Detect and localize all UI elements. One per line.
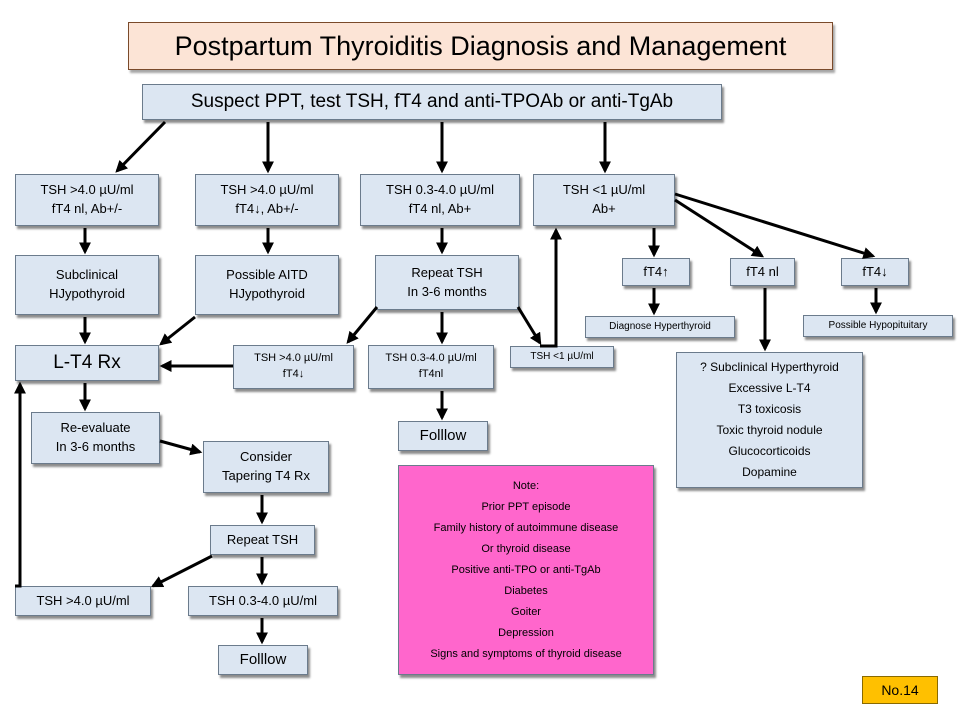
start-box: Suspect PPT, test TSH, fT4 and anti-TPOA… xyxy=(142,84,722,120)
box-line: HJypothyroid xyxy=(229,286,305,301)
box-line: Subclinical xyxy=(55,267,119,283)
box-line: fT4↓ xyxy=(282,368,305,380)
possible-hypopituitary-box: Possible Hypopituitary xyxy=(803,315,953,337)
branch-line: TSH <1 µU/ml xyxy=(562,182,646,198)
ft4-normal-box: fT4 nl xyxy=(730,258,795,286)
note-line: Or thyroid disease xyxy=(481,542,571,555)
diagnose-hyperthyroid-box: Diagnose Hyperthyroid xyxy=(585,316,735,338)
repeat-tsh-months-box: Repeat TSH In 3-6 months xyxy=(375,255,519,310)
note-line: Prior PPT episode xyxy=(481,500,571,513)
follow-mid-box: Folllow xyxy=(398,421,488,451)
branch-normal-tsh: TSH 0.3-4.0 µU/ml fT4 nl, Ab+ xyxy=(360,174,520,226)
branch-line: Ab+ xyxy=(592,201,616,216)
branch-line: TSH >4.0 µU/ml xyxy=(220,182,314,198)
box-line: TSH >4.0 µU/ml xyxy=(36,592,130,608)
box-line: Repeat TSH xyxy=(411,264,483,280)
box-line: TSH >4.0 µU/ml xyxy=(254,352,333,365)
slide-number-badge: No.14 xyxy=(862,676,938,704)
box-line: Possible Hypopituitary xyxy=(828,319,928,331)
arrow-start-to-b1 xyxy=(115,120,167,173)
box-line: TSH <1 µU/ml xyxy=(530,350,594,362)
branch-line: TSH >4.0 µU/ml xyxy=(40,182,134,198)
box-line: Tapering T4 Rx xyxy=(222,468,310,483)
box-line: In 3-6 months xyxy=(407,283,487,299)
branch-line: TSH 0.3-4.0 µU/ml xyxy=(386,182,494,198)
arrow-low-feedback xyxy=(540,227,562,348)
note-line: Diabetes xyxy=(504,584,548,597)
differential-item: Dopamine xyxy=(742,465,797,479)
subclinical-hypothyroid-box: Subclinical HJypothyroid xyxy=(15,255,159,315)
box-line: TSH 0.3-4.0 µU/ml xyxy=(209,592,317,608)
differential-item: T3 toxicosis xyxy=(737,402,802,416)
box-line: fT4 nl xyxy=(746,263,779,279)
note-box: Note: Prior PPT episode Family history o… xyxy=(398,465,654,675)
box-line: fT4↓ xyxy=(862,263,888,279)
box-line: Diagnose Hyperthyroid xyxy=(609,320,711,332)
arrow-reevaluate-to-consider xyxy=(159,439,203,456)
arrow-repeat-to-high xyxy=(346,306,379,344)
box-line: Folllow xyxy=(239,651,287,669)
note-line: Signs and symptoms of thyroid disease xyxy=(430,647,622,660)
box-line: L-T4 Rx xyxy=(53,352,121,374)
ft4-high-box: fT4↑ xyxy=(622,258,690,286)
repeat-result-high-tsh: TSH >4.0 µU/ml fT4↓ xyxy=(233,345,354,389)
note-line: Note: xyxy=(512,479,540,492)
box-line: Folllow xyxy=(419,427,467,445)
branch-high-tsh-low-ft4: TSH >4.0 µU/ml fT4↓, Ab+/- xyxy=(195,174,339,226)
differential-item: Excessive L-T4 xyxy=(728,381,811,395)
repeat-result-normal-tsh: TSH 0.3-4.0 µU/ml fT4nl xyxy=(368,345,494,389)
page-title: Postpartum Thyroiditis Diagnosis and Man… xyxy=(128,22,833,70)
arrow-b4-to-ft4-low xyxy=(674,192,876,259)
repeat-tsh-box: Repeat TSH xyxy=(210,525,315,555)
arrow-repeat-to-tsh-high xyxy=(150,554,213,588)
differential-item: Toxic thyroid nodule xyxy=(716,423,823,437)
arrow-tsh-high-feedback xyxy=(14,381,26,588)
box-line: HJypothyroid xyxy=(49,286,125,301)
box-line: In 3-6 months xyxy=(55,439,136,454)
box-line: fT4↑ xyxy=(643,263,669,279)
branch-high-tsh-normal-ft4: TSH >4.0 µU/ml fT4 nl, Ab+/- xyxy=(15,174,159,226)
follow-bottom-box: Folllow xyxy=(218,645,308,675)
arrow-b4-to-ft4-normal xyxy=(674,198,765,258)
lt4-rx-box: L-T4 Rx xyxy=(15,345,159,381)
tsh-normal-box: TSH 0.3-4.0 µU/ml xyxy=(188,586,338,616)
note-line: Goiter xyxy=(511,605,541,618)
possible-aitd-box: Possible AITD HJypothyroid xyxy=(195,255,339,315)
arrow-repeat-to-low xyxy=(516,306,542,346)
reevaluate-box: Re-evaluate In 3-6 months xyxy=(31,412,160,464)
consider-tapering-box: Consider Tapering T4 Rx xyxy=(203,441,329,493)
box-line: fT4nl xyxy=(418,368,444,380)
arrow-aitd-to-lt4 xyxy=(159,315,196,346)
differential-list: ? Subclinical Hyperthyroid Excessive L-T… xyxy=(676,352,863,488)
note-line: Positive anti-TPO or anti-TgAb xyxy=(451,563,601,576)
box-line: Possible AITD xyxy=(226,267,308,283)
differential-item: Glucocorticoids xyxy=(728,444,811,458)
box-line: Re-evaluate xyxy=(60,420,131,436)
branch-line: fT4↓, Ab+/- xyxy=(235,201,299,216)
box-line: Repeat TSH xyxy=(226,531,299,547)
tsh-high-box: TSH >4.0 µU/ml xyxy=(15,586,151,616)
start-text: Suspect PPT, test TSH, fT4 and anti-TPOA… xyxy=(190,91,674,113)
repeat-result-low-tsh: TSH <1 µU/ml xyxy=(510,346,614,368)
note-line: Depression xyxy=(498,626,554,639)
differential-item: ? Subclinical Hyperthyroid xyxy=(700,360,839,374)
note-line: Family history of autoimmune disease xyxy=(433,521,619,534)
box-line: TSH 0.3-4.0 µU/ml xyxy=(385,352,477,365)
branch-line: fT4 nl, Ab+/- xyxy=(51,201,123,216)
ft4-low-box: fT4↓ xyxy=(841,258,909,286)
branch-low-tsh: TSH <1 µU/ml Ab+ xyxy=(533,174,675,226)
branch-line: fT4 nl, Ab+ xyxy=(408,201,472,216)
box-line: Consider xyxy=(239,449,293,465)
